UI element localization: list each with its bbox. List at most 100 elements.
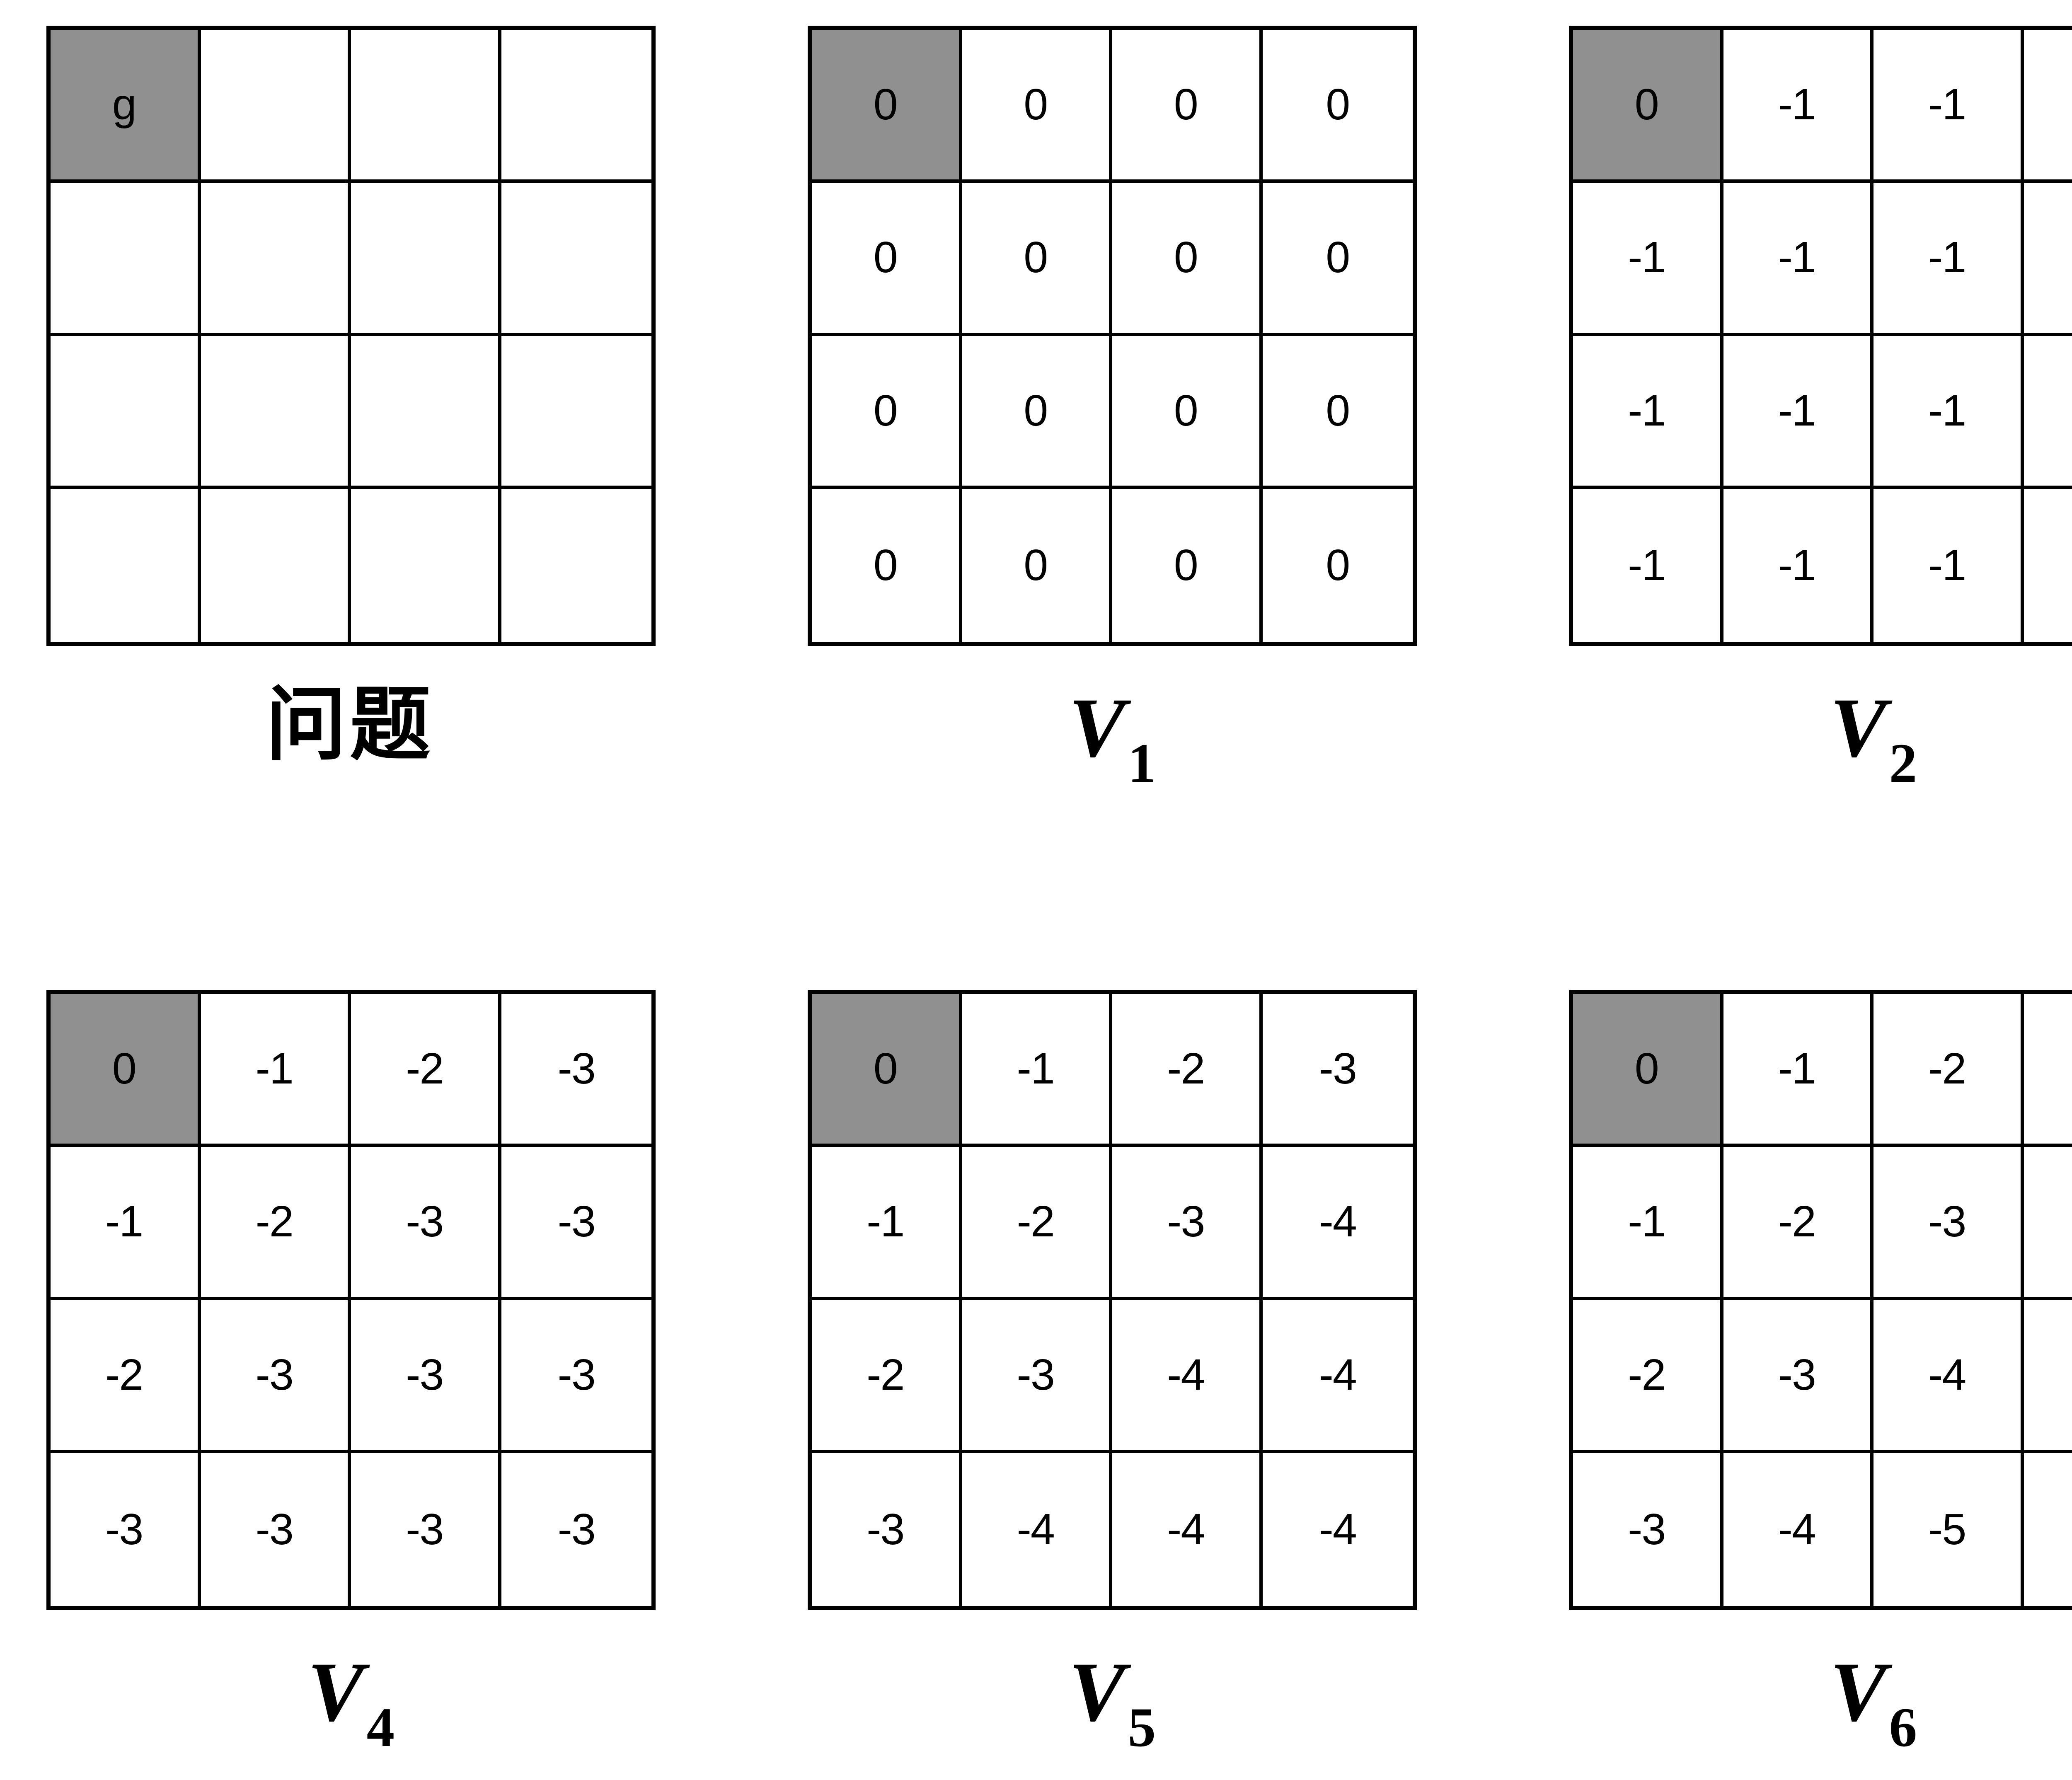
figure-row-2: 0-1-2-3-1-2-3-3-2-3-3-3-3-3-3-3 V4 0-1-2… — [46, 990, 2072, 1780]
grid-cell — [351, 336, 501, 489]
grid-cell: -3 — [1573, 1453, 1723, 1606]
figure-problem: g 问题 — [46, 26, 656, 816]
grid-cell: 0 — [1263, 336, 1413, 489]
grid-cell: -3 — [1263, 994, 1413, 1147]
grid-cell: -5 — [2024, 1453, 2072, 1606]
caption-v5: V5 — [808, 1649, 1417, 1780]
grid-cell: -2 — [1573, 1300, 1723, 1453]
grid-cell — [51, 183, 201, 336]
goal-cell: 0 — [812, 30, 962, 183]
grid-cell: -3 — [501, 994, 652, 1147]
caption-problem: 问题 — [46, 685, 656, 816]
grid-cell: -1 — [2024, 30, 2072, 183]
grid-cell: 0 — [962, 489, 1113, 642]
grid-cell: 0 — [962, 30, 1113, 183]
grid-cell: 0 — [962, 336, 1113, 489]
goal-cell: 0 — [812, 994, 962, 1147]
grid-cell — [501, 336, 652, 489]
grid-cell: -1 — [2024, 489, 2072, 642]
grid-cell — [501, 183, 652, 336]
grid-cell: -3 — [351, 1147, 501, 1300]
grid-cell: -4 — [1263, 1453, 1413, 1606]
grid-cell — [351, 30, 501, 183]
grid-cell: -3 — [812, 1453, 962, 1606]
caption-v4-text: V — [307, 1645, 364, 1739]
caption-v4-sub: 4 — [367, 1697, 395, 1758]
figure-v2: 0-1-1-1-1-1-1-1-1-1-1-1-1-1-1-1 V2 — [1569, 26, 2072, 816]
grid-cell: -1 — [1573, 1147, 1723, 1300]
grid-cell: -1 — [1874, 183, 2024, 336]
grid-problem: g — [46, 26, 656, 646]
caption-v6: V6 — [1569, 1649, 2072, 1780]
goal-cell: g — [51, 30, 201, 183]
grid-cell: -1 — [1874, 336, 2024, 489]
caption-v2-text: V — [1830, 681, 1887, 775]
grid-cell: -1 — [1874, 30, 2024, 183]
grid-cell: -1 — [1723, 30, 1874, 183]
grid-cell: 0 — [1112, 489, 1263, 642]
grid-cell: -4 — [1263, 1147, 1413, 1300]
grid-cell: -1 — [1573, 489, 1723, 642]
caption-v2: V2 — [1569, 685, 2072, 816]
grid-cell: -1 — [201, 994, 351, 1147]
grid-cell: 0 — [1112, 30, 1263, 183]
grid-cell: -3 — [501, 1147, 652, 1300]
caption-v2-sub: 2 — [1889, 733, 1917, 794]
grid-cell: 0 — [1112, 183, 1263, 336]
grid-cell: -4 — [1263, 1300, 1413, 1453]
grid-cell: 0 — [812, 489, 962, 642]
grid-cell: -3 — [51, 1453, 201, 1606]
grid-cell: -1 — [1723, 183, 1874, 336]
grid-cell: -3 — [1723, 1300, 1874, 1453]
grid-cell: -1 — [1573, 336, 1723, 489]
grid-cell: -1 — [1573, 183, 1723, 336]
caption-v5-sub: 5 — [1128, 1697, 1156, 1758]
grid-v5: 0-1-2-3-1-2-3-4-2-3-4-4-3-4-4-4 — [808, 990, 1417, 1610]
grid-cell: -3 — [1112, 1147, 1263, 1300]
caption-v1-sub: 1 — [1128, 733, 1156, 794]
caption-v4: V4 — [46, 1649, 656, 1780]
grid-cell — [201, 336, 351, 489]
grid-cell: -3 — [1874, 1147, 2024, 1300]
grid-cell: -5 — [1874, 1453, 2024, 1606]
grid-cell — [201, 30, 351, 183]
grid-cell: -1 — [1874, 489, 2024, 642]
grid-cell: -3 — [501, 1453, 652, 1606]
grid-cell — [351, 183, 501, 336]
grid-cell: -3 — [501, 1300, 652, 1453]
grid-cell: 0 — [1263, 489, 1413, 642]
caption-v6-text: V — [1830, 1645, 1887, 1739]
goal-cell: 0 — [51, 994, 201, 1147]
grid-cell: -3 — [351, 1453, 501, 1606]
grid-cell: -1 — [51, 1147, 201, 1300]
grid-v6: 0-1-2-3-1-2-3-4-2-3-4-5-3-4-5-5 — [1569, 990, 2072, 1610]
grid-cell: -3 — [201, 1300, 351, 1453]
grid-cell — [201, 489, 351, 642]
grid-cell: -3 — [2024, 994, 2072, 1147]
figure-v6: 0-1-2-3-1-2-3-4-2-3-4-5-3-4-5-5 V6 — [1569, 990, 2072, 1780]
grid-cell: -1 — [1723, 994, 1874, 1147]
figure-v4: 0-1-2-3-1-2-3-3-2-3-3-3-3-3-3-3 V4 — [46, 990, 656, 1780]
grid-cell: -1 — [1723, 336, 1874, 489]
grid-cell — [351, 489, 501, 642]
grid-cell: -2 — [1723, 1147, 1874, 1300]
caption-problem-text: 问题 — [266, 681, 434, 770]
goal-cell: 0 — [1573, 30, 1723, 183]
grid-cell: 0 — [1263, 30, 1413, 183]
grid-cell: -2 — [51, 1300, 201, 1453]
goal-cell: 0 — [1573, 994, 1723, 1147]
grid-cell: -5 — [2024, 1300, 2072, 1453]
grid-cell: -2 — [1112, 994, 1263, 1147]
grid-v2: 0-1-1-1-1-1-1-1-1-1-1-1-1-1-1-1 — [1569, 26, 2072, 646]
grid-cell: -4 — [1723, 1453, 1874, 1606]
grid-cell: -3 — [351, 1300, 501, 1453]
caption-v1: V1 — [808, 685, 1417, 816]
grid-cell: -1 — [1723, 489, 1874, 642]
grid-cell: -1 — [2024, 183, 2072, 336]
grid-cell: -1 — [812, 1147, 962, 1300]
grid-cell — [51, 489, 201, 642]
